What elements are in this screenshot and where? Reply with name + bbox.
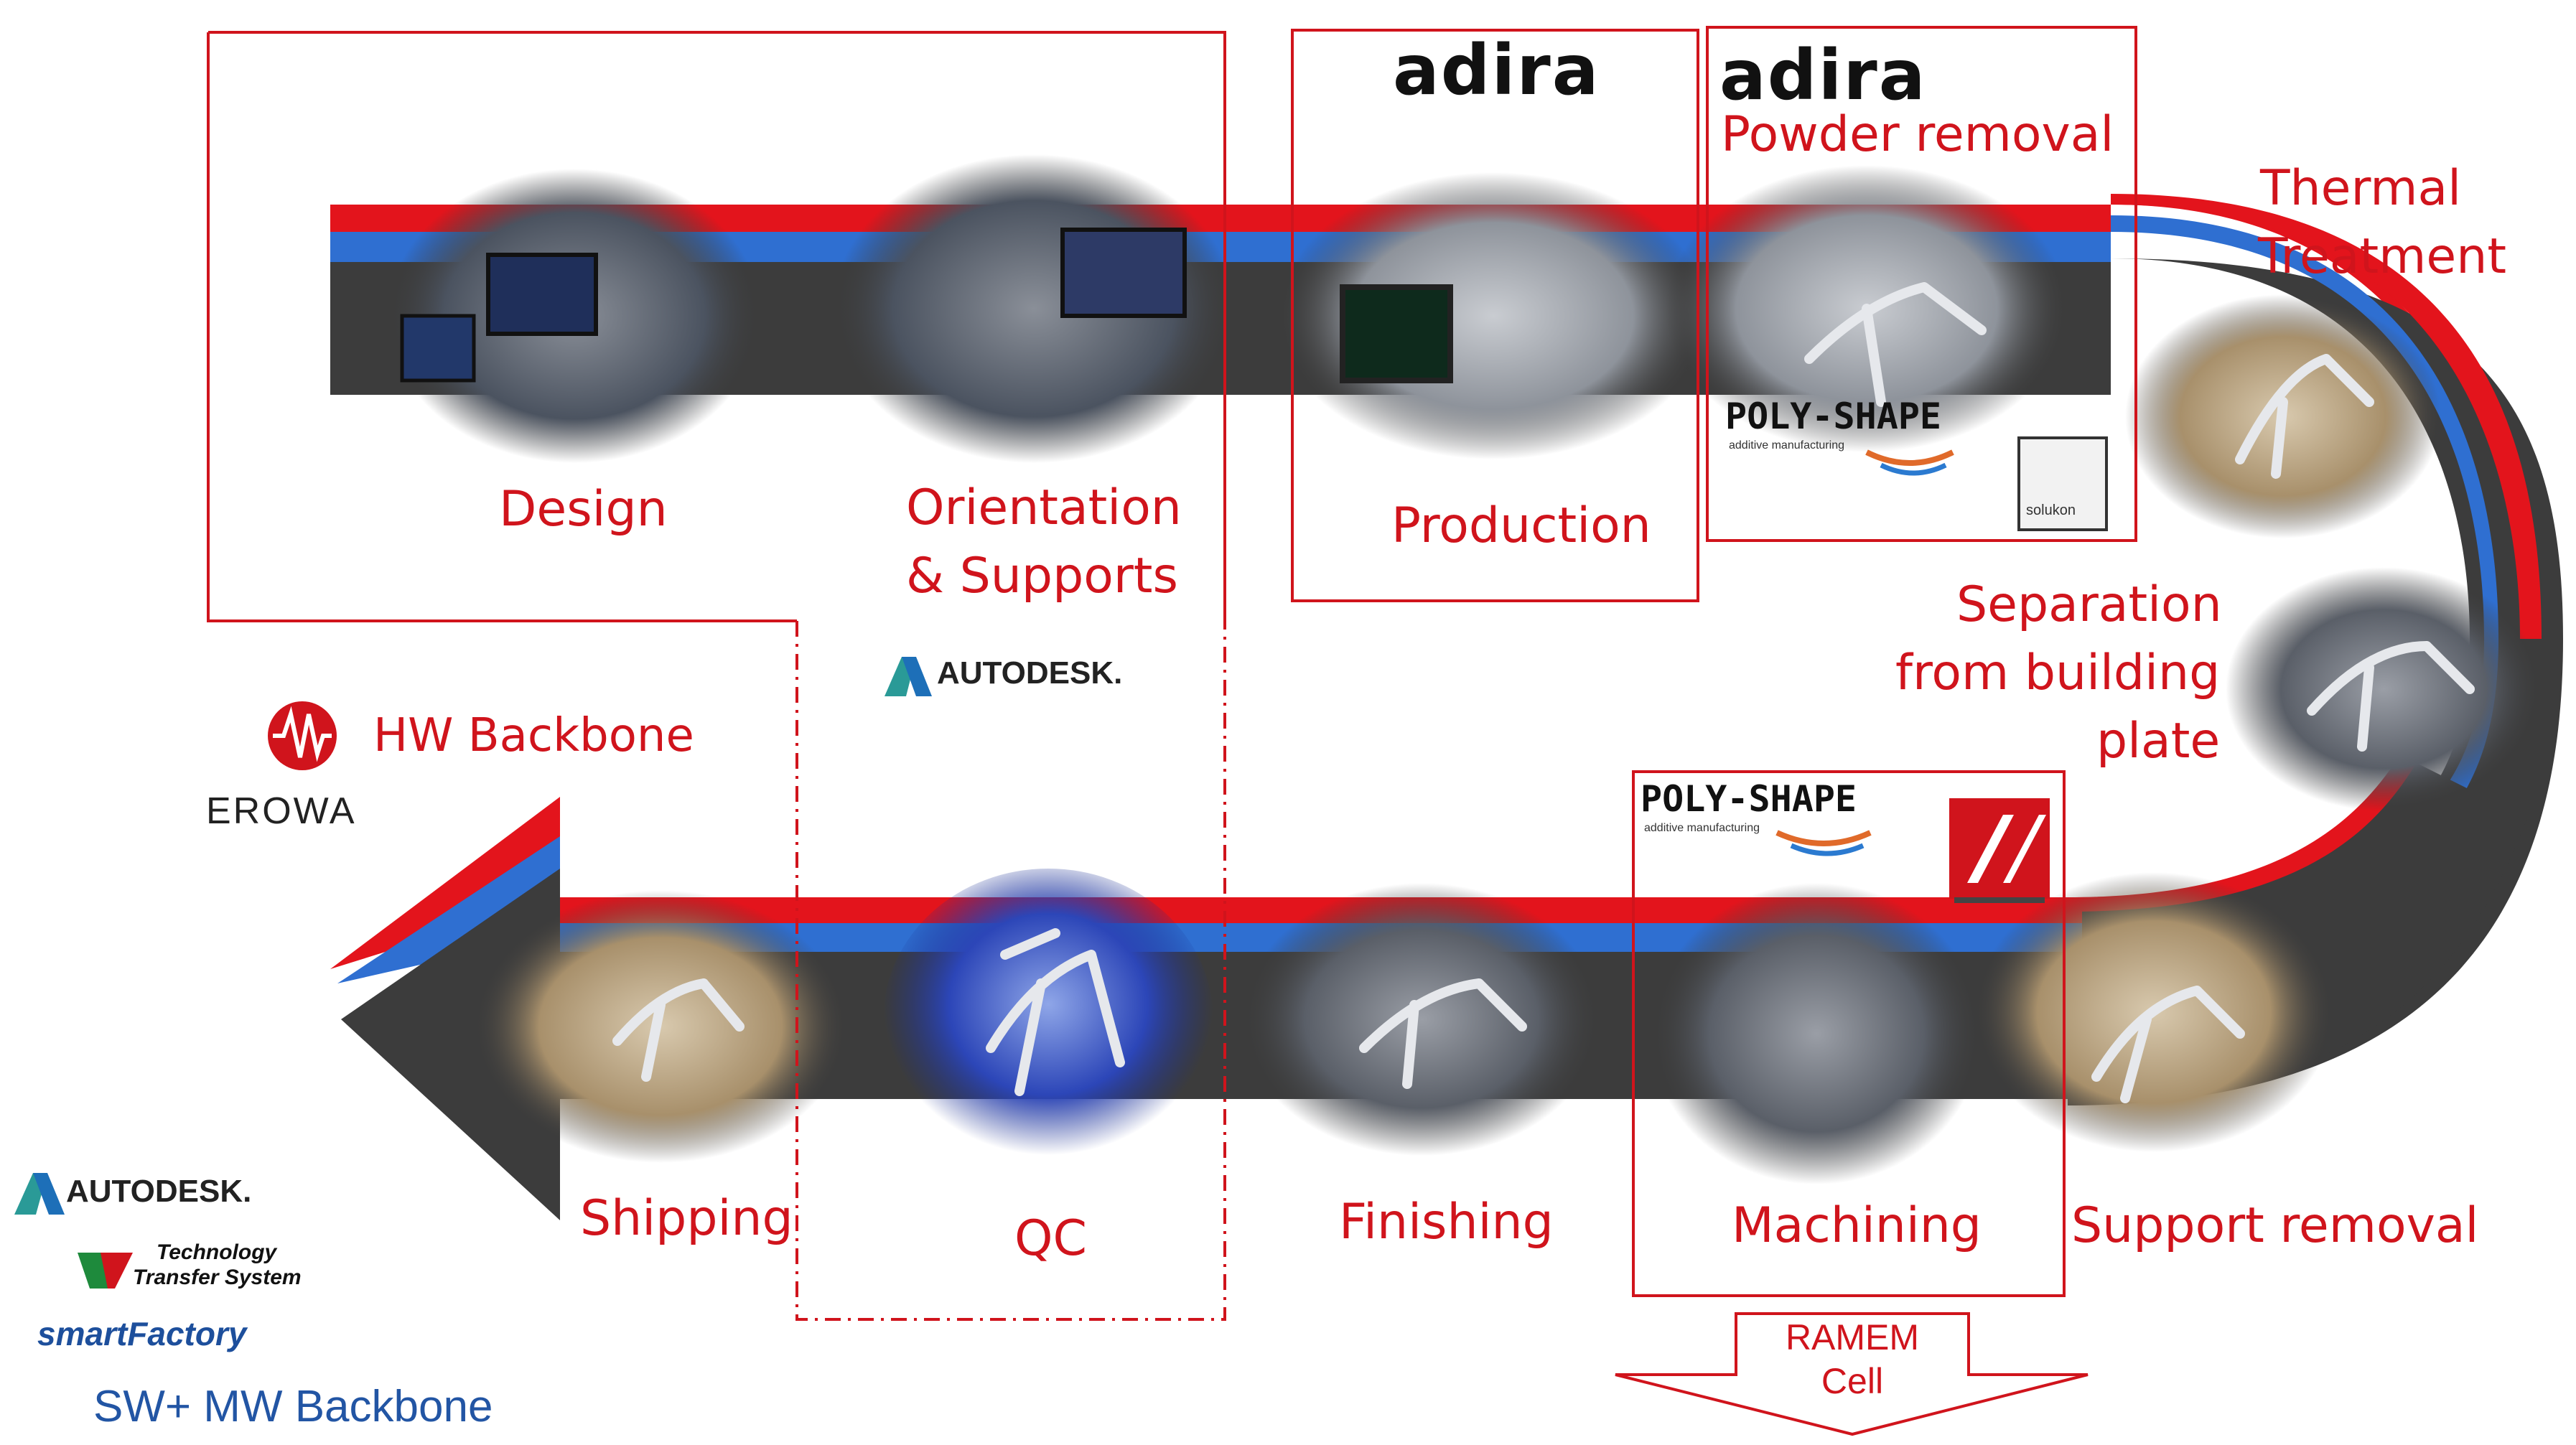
haas-logo-icon [1949, 798, 2050, 903]
part-shipping [612, 978, 745, 1082]
part-support [2091, 986, 2245, 1103]
step-powder-removal: Powder removal [1721, 106, 2114, 163]
photo-separation [2226, 567, 2542, 811]
part-qc [986, 928, 1125, 1096]
polyshape-swoosh-bottom [1775, 830, 1872, 856]
polyshape-tagline-2: additive manufacturing [1644, 822, 1760, 834]
step-separation-line1: Separation [1956, 576, 2222, 633]
sine-wave-icon [268, 701, 337, 770]
production-window [1340, 284, 1453, 383]
step-qc: QC [1014, 1210, 1088, 1267]
step-shipping: Shipping [580, 1190, 793, 1247]
box-machining [1632, 770, 2066, 1297]
sw-backbone-label: SW+ MW Backbone [93, 1382, 493, 1431]
photo-finishing [1242, 883, 1601, 1156]
box-powder-removal [1706, 26, 2137, 542]
photo-qc [883, 869, 1213, 1170]
adira-logo-2: adira [1719, 35, 1927, 116]
track-bottom-curve-red [2068, 747, 2421, 912]
smartfactory-logo: smartFactory [37, 1315, 247, 1352]
step-thermal-line2: Treatment [2258, 228, 2507, 285]
step-separation-line3: plate [2096, 713, 2221, 770]
part-silhouettes [612, 282, 2475, 1103]
arrow-head-blue [337, 836, 560, 983]
step-design: Design [499, 481, 668, 538]
solukon-logo: solukon [2026, 502, 2076, 518]
adira-logo: adira [1393, 30, 1600, 111]
box-design-orientation [207, 31, 1226, 622]
ramem-label-line1: RAMEM [1785, 1317, 1920, 1357]
erowa-logo: EROWA [206, 790, 357, 832]
part-powder [1804, 282, 1987, 407]
photo-machining [1651, 883, 1982, 1184]
part-thermal [2235, 354, 2374, 479]
track-curve-redfront [2111, 194, 2542, 639]
design-monitor [486, 253, 598, 336]
photo-production [1278, 172, 1709, 459]
polyshape-tagline: additive manufacturing [1729, 439, 1844, 452]
orientation-monitor [1060, 228, 1187, 318]
step-orientation-line2: & Supports [906, 548, 1178, 604]
step-separation-line2: from building [1895, 645, 2221, 701]
autodesk-logo-2: AUTODESK. [66, 1174, 252, 1209]
solukon-logo-box [2017, 436, 2108, 531]
box-production [1291, 29, 1699, 602]
step-orientation-line1: Orientation [906, 480, 1182, 536]
autodesk-a-icon-2 [14, 1173, 65, 1215]
tts-logo-line2: Transfer System [133, 1266, 302, 1289]
step-support-removal: Support removal [2071, 1197, 2479, 1254]
autodesk-a-icon [885, 657, 932, 696]
polyshape-swoosh-top [1865, 449, 1954, 476]
tts-logo-icon [78, 1253, 133, 1289]
hw-backbone-label: HW Backbone [373, 709, 694, 762]
step-machining: Machining [1732, 1197, 1982, 1254]
polyshape-logo: POLY-SHAPE [1725, 396, 1942, 437]
tts-logo-line1: Technology [157, 1240, 277, 1264]
part-finishing [1359, 978, 1527, 1089]
autodesk-logo: AUTODESK. [937, 655, 1123, 691]
ramem-label-line2: Cell [1821, 1361, 1884, 1401]
step-production: Production [1391, 497, 1651, 554]
arrow-head-red [330, 797, 560, 969]
polyshape-logo-2: POLY-SHAPE [1641, 778, 1857, 820]
part-separation [2307, 641, 2475, 752]
step-finishing: Finishing [1339, 1194, 1554, 1250]
design-monitor-2 [400, 314, 476, 383]
step-thermal-line1: Thermal [2260, 160, 2462, 217]
ramem-arrow [1615, 1312, 2089, 1436]
